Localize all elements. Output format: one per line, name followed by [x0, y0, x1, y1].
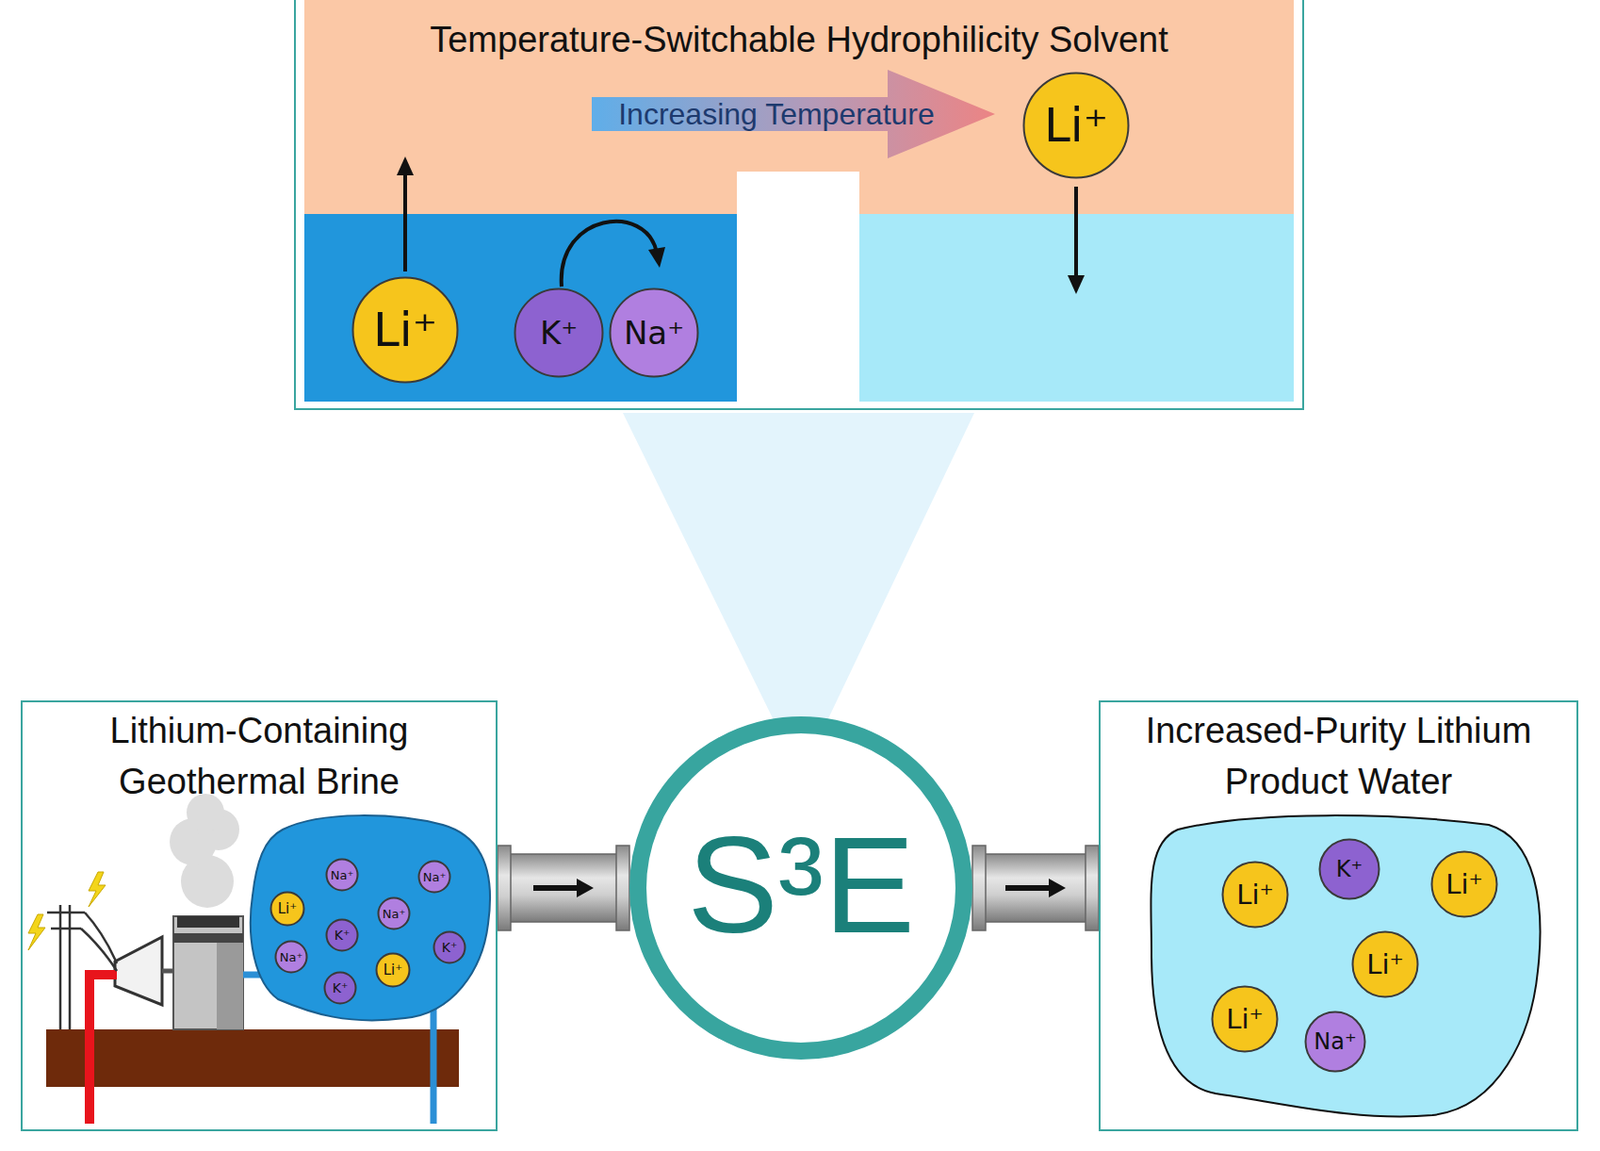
ion-circle: Li⁺: [1351, 930, 1420, 998]
brine-blob: [250, 815, 490, 1020]
ion-symbol: Na⁺: [1313, 1029, 1356, 1053]
cooling-tower: [173, 915, 244, 1029]
ion-circle: Li⁺: [1430, 849, 1499, 918]
box-title: Increased-Purity Lithium Product Water: [1103, 705, 1575, 808]
brine-layer: [304, 213, 737, 402]
ion-circle: Li⁺: [1210, 984, 1279, 1053]
ion-circle: Li⁺: [269, 890, 306, 927]
ion-symbol: Na⁺: [382, 907, 407, 920]
process-circle: S³E: [629, 716, 973, 1060]
ion-circle: K⁺: [325, 917, 360, 952]
ion-circle: Na⁺: [274, 939, 309, 974]
pipe-connector: [972, 845, 1099, 931]
ion-symbol: K⁺: [334, 928, 351, 942]
injection-pipe: [430, 1008, 438, 1124]
ion-circle: Li⁺: [1022, 71, 1130, 180]
ion-symbol: K⁺: [332, 980, 349, 995]
ion-circle: Li⁺: [351, 276, 459, 384]
product-box: Increased-Purity Lithium Product WaterLi…: [1098, 700, 1579, 1131]
turbine: [114, 936, 163, 1005]
arrow-heads: [396, 156, 1085, 294]
ion-circle: K⁺: [1318, 837, 1381, 900]
ion-circle: Na⁺: [325, 857, 360, 892]
ion-symbol: Li⁺: [383, 963, 403, 978]
ion-circle: Na⁺: [417, 859, 452, 894]
temperature-arrow: [591, 69, 996, 159]
ground: [46, 1028, 459, 1087]
ion-symbol: Li⁺: [1044, 101, 1109, 149]
ion-symbol: Na⁺: [330, 868, 355, 882]
solvent-layer: [304, 0, 1294, 402]
motion-arrows: [405, 171, 1077, 287]
ion-circle: K⁺: [513, 287, 605, 378]
lightning: [28, 871, 106, 950]
ion-circle: Li⁺: [375, 951, 411, 988]
ion-circle: K⁺: [432, 930, 467, 964]
ion-symbol: K⁺: [441, 940, 458, 954]
ion-symbol: Na⁺: [623, 316, 685, 349]
power-pylon: [47, 904, 117, 1029]
ion-symbol: Na⁺: [423, 870, 447, 883]
ion-symbol: Li⁺: [1225, 1005, 1264, 1033]
shaft: [162, 968, 174, 974]
ion-circle: Na⁺: [376, 896, 411, 931]
ion-symbol: Li⁺: [1445, 870, 1484, 898]
product-blob: [1150, 815, 1540, 1116]
steam: [169, 793, 240, 908]
ion-symbol: K⁺: [539, 316, 578, 349]
ion-circle: Li⁺: [1221, 860, 1290, 929]
pipe-connector: [497, 845, 630, 931]
ion-symbol: Li⁺: [277, 901, 297, 916]
ion-symbol: Li⁺: [373, 306, 438, 354]
arrow-label: Increasing Temperature: [618, 98, 935, 130]
ion-symbol: Li⁺: [1236, 881, 1274, 909]
ion-circle: K⁺: [323, 970, 358, 1005]
process-name: S³E: [686, 816, 915, 954]
ion-symbol: K⁺: [1336, 857, 1363, 881]
box-title: Temperature-Switchable Hydrophilicity So…: [309, 15, 1290, 66]
panel: Temperature-Switchable Hydrophilicity So…: [293, 0, 1305, 410]
ion-circle: Na⁺: [608, 287, 700, 378]
ion-symbol: Na⁺: [279, 950, 304, 964]
hot-well-pipe: [89, 974, 117, 1124]
ion-circle: Na⁺: [1304, 1010, 1367, 1073]
ion-symbol: Li⁺: [1366, 950, 1405, 979]
source-box: Lithium-Containing Geothermal BrineNa⁺ Na…: [20, 700, 498, 1131]
box-title: Lithium-Containing Geothermal Brine: [37, 705, 481, 808]
divider: [736, 171, 860, 402]
